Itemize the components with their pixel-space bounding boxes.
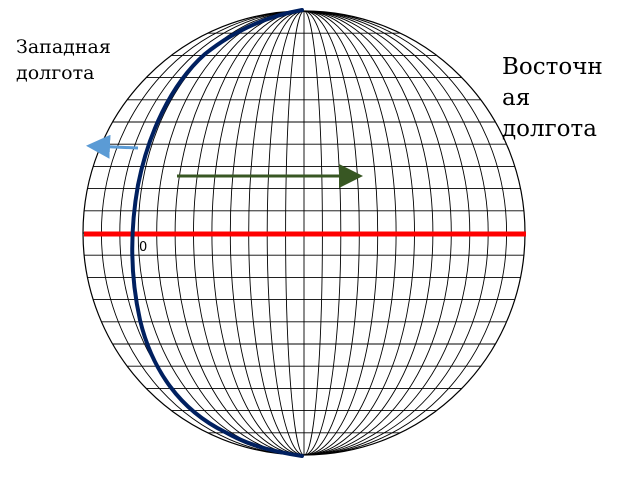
west-arrow (86, 134, 139, 159)
western-longitude-line1: Западная (16, 36, 111, 58)
eastern-longitude-line3: долгота (502, 116, 597, 142)
eastern-longitude-line1: Восточн (502, 54, 603, 80)
western-longitude-line2: долгота (16, 62, 95, 84)
western-longitude-label: Западная долгота (16, 34, 111, 86)
eastern-longitude-line2: ая (502, 85, 531, 111)
prime-meridian (130, 8, 304, 458)
zero-meridian-label: 0 (139, 240, 148, 255)
eastern-longitude-label: Восточн ая долгота (502, 52, 630, 145)
